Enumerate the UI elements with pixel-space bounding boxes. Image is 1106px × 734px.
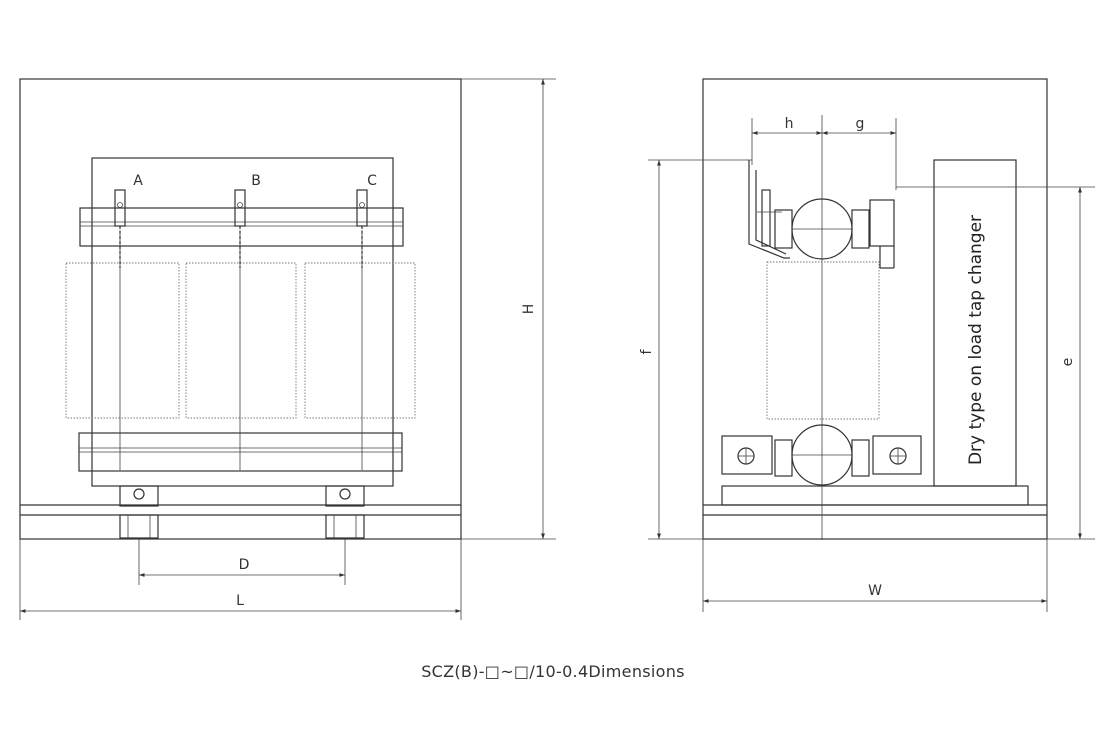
dim-l-label: L [236,593,244,609]
dim-e-label: e [1060,358,1076,367]
figure-caption: SCZ(B)-□~□/10-0.4Dimensions [421,662,685,681]
side-wheel-left [721,435,773,475]
tap-changer-box [933,159,1017,487]
dimension-e: e [896,186,1095,540]
side-wheel-right [872,435,922,475]
coil-a [65,262,180,419]
dimension-d: D [138,538,346,585]
phase-label-c: C [367,173,377,189]
side-lower-clamp [774,424,870,486]
terminal-b [234,189,246,268]
upper-clamp [79,207,404,247]
dim-f-label: f [639,348,655,354]
dim-g-label: g [856,116,865,132]
dim-d-label: D [239,557,250,573]
dimension-h-small: h [751,116,897,190]
dim-h-label: H [521,304,537,315]
tap-changer-label: Dry type on load tap changer [966,215,986,465]
side-coil [766,261,880,420]
dimension-h: H [461,78,556,540]
front-core-frame [91,157,394,487]
dim-h-small-label: h [785,116,794,132]
side-base [721,485,1029,506]
phase-label-b: B [251,173,261,189]
front-view: A B C D L [19,78,556,620]
coil-c [304,262,416,419]
dimension-f: f [639,159,752,540]
side-terminal-bracket [748,160,790,259]
side-upper-clamp [774,198,895,269]
side-view: Dry type on load tap changer [639,78,1095,612]
dim-w-label: W [868,583,882,599]
wheel-left [119,485,159,539]
wheel-right [325,485,365,539]
phase-label-a: A [133,173,143,189]
dimension-g: g [822,116,896,135]
terminal-a [114,189,126,268]
dimension-l: L [19,539,462,620]
side-enclosure [702,78,1048,540]
dimension-w: W [702,539,1048,612]
front-enclosure [19,78,462,540]
terminal-c [356,189,368,268]
coil-b [185,262,297,419]
